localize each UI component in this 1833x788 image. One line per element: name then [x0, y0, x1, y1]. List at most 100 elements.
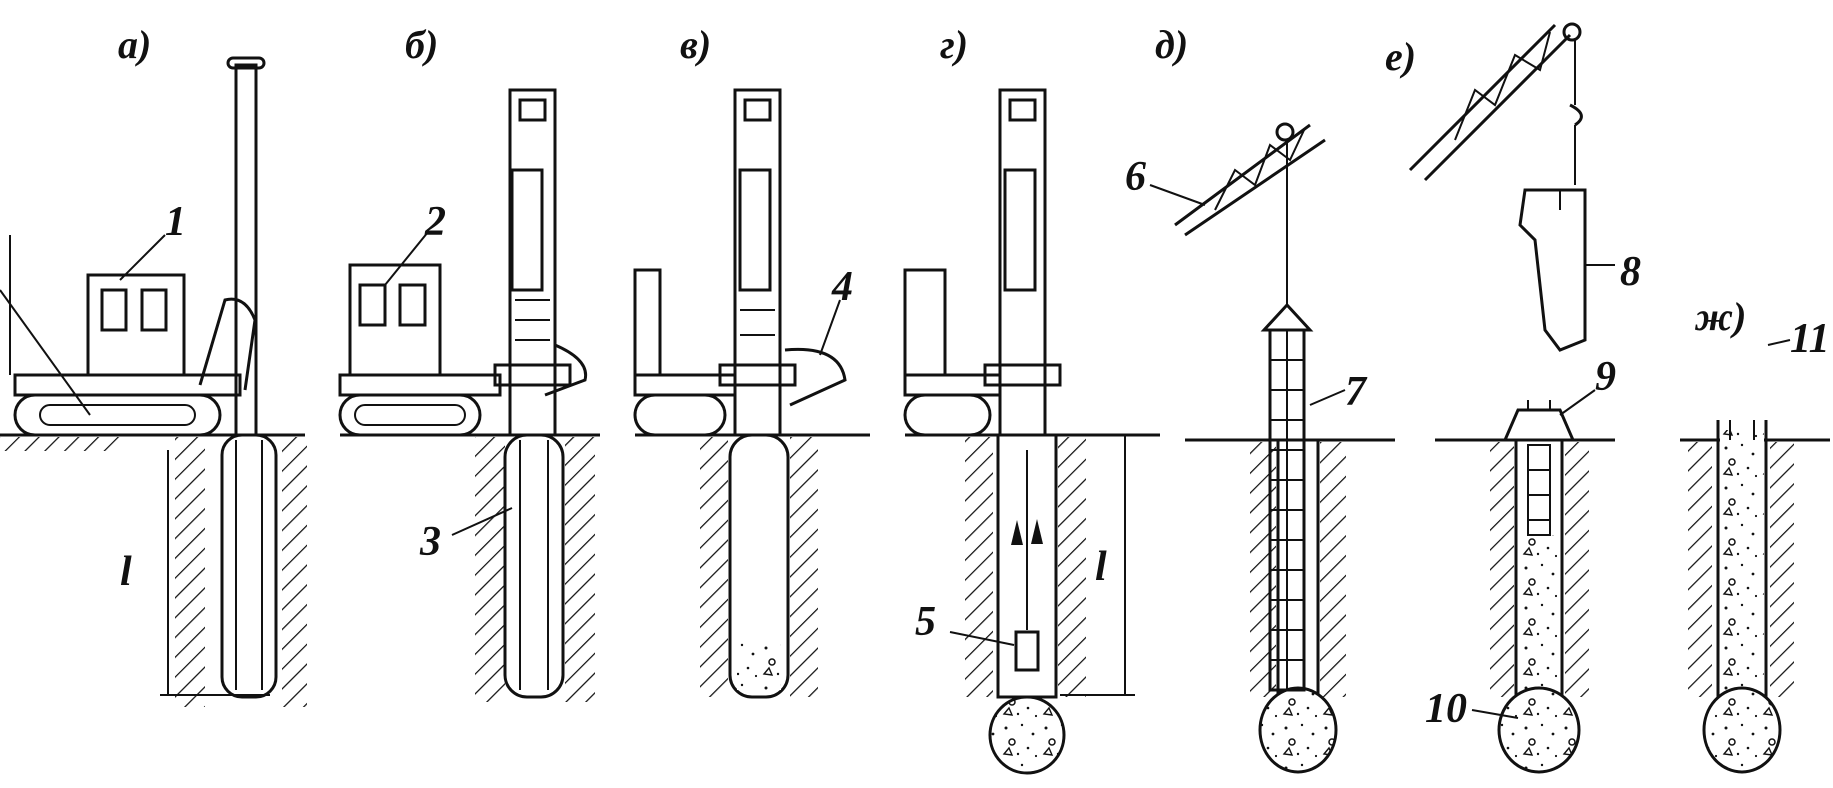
dimension-label: l: [1095, 544, 1107, 590]
cabin-window: [140, 288, 168, 332]
arrow-up-icon: [1031, 519, 1043, 544]
stage-g-label: г): [940, 22, 968, 67]
mast-tower: [508, 88, 557, 437]
casing-pipe: [503, 433, 565, 699]
ground-hatch: [475, 437, 505, 702]
callout-5: 5: [915, 599, 936, 645]
ground-hatch: [0, 437, 120, 451]
callout-leader: [1309, 389, 1346, 406]
grab-arm: [544, 343, 588, 397]
crawler-track: [633, 393, 727, 437]
concrete-bulb: [1702, 686, 1782, 774]
callout-leader: [1767, 339, 1791, 346]
arrow-down-icon: [1011, 520, 1023, 545]
crawler-track-inner: [39, 404, 196, 426]
callout-leader: [949, 631, 1015, 646]
stage-b-label: б): [405, 22, 438, 67]
reinforcement-cage: [1527, 444, 1551, 536]
callout-leader: [451, 507, 513, 536]
hook-sling: [1260, 302, 1314, 332]
mast-head: [518, 98, 547, 122]
callout-leader: [819, 299, 841, 356]
cabin-window: [100, 288, 128, 332]
concrete-bulb: [1258, 686, 1338, 774]
cabin-window: [398, 283, 427, 327]
ground-hatch: [790, 437, 818, 697]
machine-body: [13, 373, 242, 397]
boom-sheave: [1562, 22, 1582, 42]
boom-arm: [198, 297, 257, 391]
callout-9: 9: [1595, 354, 1616, 400]
stage-a-group: а) l 1: [0, 22, 307, 707]
stage-v-label: в): [680, 22, 711, 67]
callout-7: 7: [1345, 369, 1368, 415]
ground-hatch: [1490, 442, 1514, 697]
callout-3: 3: [419, 519, 441, 565]
cabin-edge: [903, 268, 947, 377]
hook-icon: [1569, 103, 1583, 127]
ground-hatch: [700, 437, 728, 697]
callout-4: 4: [831, 264, 853, 310]
ground-hatch: [282, 437, 307, 707]
stage-zh-label: ж): [1694, 294, 1746, 339]
ground-hatch: [1058, 437, 1086, 697]
ground-hatch: [965, 437, 993, 697]
mast-base: [493, 363, 572, 387]
hammer: [738, 168, 772, 292]
crane-boom: [1408, 23, 1572, 182]
mast-tower: [998, 88, 1047, 437]
hammer: [510, 168, 544, 292]
boom-lattice: [1214, 127, 1306, 211]
stage-d-group: д) 6 7: [1125, 22, 1395, 774]
callout-leader: [1559, 389, 1596, 416]
callout-leader: [1149, 184, 1206, 206]
dimension-label: l: [120, 549, 132, 595]
callout-leader: [119, 234, 166, 281]
concrete-plug: [737, 640, 781, 690]
tamper-weight: [1014, 630, 1040, 672]
stage-v-group: в) 4: [633, 22, 870, 699]
callout-2: 2: [424, 199, 446, 245]
ground-hatch: [1688, 442, 1712, 697]
ground-hatch: [175, 437, 205, 707]
mast: [234, 63, 258, 437]
stage-zh-group: ж) 11: [1680, 294, 1830, 774]
callout-leader: [1471, 709, 1519, 719]
crawler-track: [903, 393, 992, 437]
hammer: [1003, 168, 1037, 292]
machine-body: [338, 373, 502, 397]
crawler-track-inner: [354, 404, 466, 426]
stage-a-label: а): [118, 22, 151, 67]
stage-d-label: д): [1155, 22, 1188, 67]
callout-6: 6: [1125, 154, 1146, 200]
callout-10: 10: [1425, 686, 1467, 732]
stage-g-group: г) l 5: [903, 22, 1160, 775]
concrete-bulb: [1497, 686, 1581, 774]
funnel: [1502, 408, 1576, 442]
mast-tower: [733, 88, 782, 437]
mast-top: [226, 56, 266, 70]
callout-1: 1: [165, 199, 186, 245]
callout-leader: [384, 231, 429, 286]
ground-hatch: [1565, 442, 1589, 697]
leader-line: [0, 289, 91, 416]
mast-head: [1008, 98, 1037, 122]
cabin-window: [358, 283, 387, 327]
concrete-fill: [1518, 535, 1560, 705]
stage-b-group: б) 2 3: [338, 22, 600, 702]
concrete-bulb: [988, 695, 1066, 775]
crawler-track: [338, 393, 482, 437]
pile-concrete: [1720, 430, 1764, 705]
ground-hatch: [565, 437, 595, 702]
stage-e-label: е): [1385, 34, 1416, 79]
crane-boom: [1174, 123, 1326, 237]
stage-e-group: е) 8 9 10: [1385, 22, 1641, 774]
boom-sheave: [1275, 122, 1295, 142]
mast-head: [743, 98, 772, 122]
callout-11: 11: [1790, 316, 1830, 362]
grab-arm: [784, 347, 847, 407]
concrete-bucket: [1518, 188, 1587, 352]
cabin-edge: [633, 268, 662, 377]
ground-hatch: [1770, 442, 1794, 697]
